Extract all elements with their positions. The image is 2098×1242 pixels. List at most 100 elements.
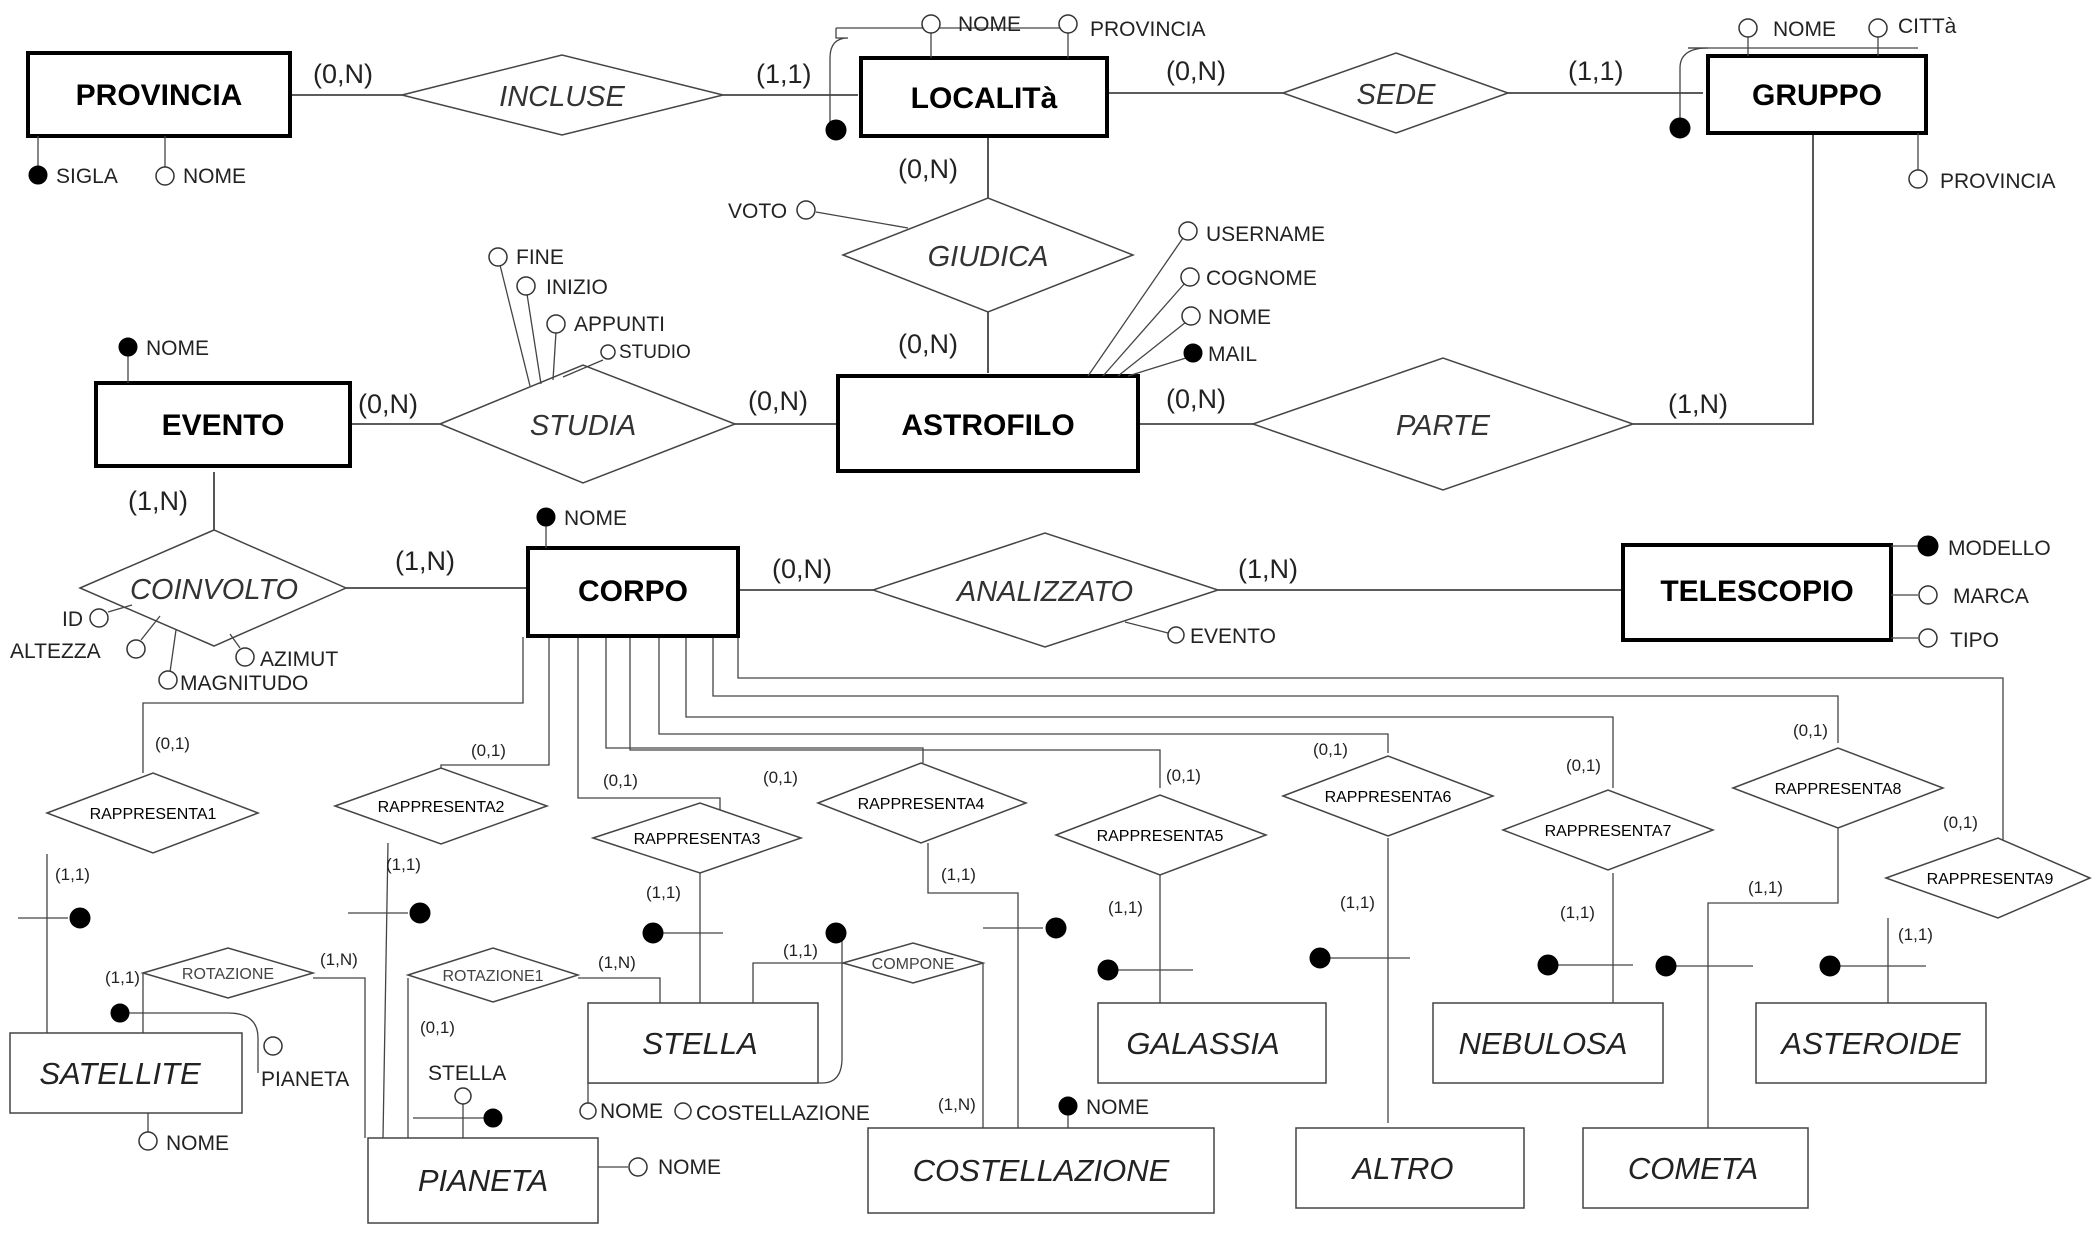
entity-asteroide[interactable]: ASTEROIDE [1755,1002,1987,1084]
attr-astrofilo-nome: NOME [1117,306,1271,377]
rel-rappresenta6[interactable]: RAPPRESENTA6 [1280,755,1496,837]
entity-pianeta[interactable]: PIANETA [367,1137,599,1224]
card-giudica-astrofilo: (0,N) [898,329,958,359]
attr-satellite-pianeta: PIANETA [261,1036,349,1091]
rel-rotazione[interactable]: ROTAZIONE [140,947,316,999]
entity-localita[interactable]: LOCALITà [859,56,1109,138]
entity-galassia[interactable]: GALASSIA [1097,1002,1327,1084]
attr-astrofilo-cognome-label: COGNOME [1206,267,1317,290]
attr-corpo-nome-label: NOME [564,507,627,530]
rel-incluse[interactable]: INCLUSE [401,54,724,136]
card-r8-sub: (1,1) [1748,878,1783,897]
card-r2-sub: (1,1) [386,855,421,874]
entity-localita-label: LOCALITà [911,82,1058,115]
identifier-dot-icon [1917,535,1939,557]
rel-parte[interactable]: PARTE [1250,357,1636,491]
card-compone-costellazione: (1,N) [938,1095,976,1114]
rel-incluse-label: INCLUSE [499,81,625,113]
entity-satellite-label: SATELLITE [39,1056,201,1091]
cardinality-labels: (0,N) (1,1) (0,N) (1,1) (0,N) (0,N) (0,N… [55,56,1978,1114]
attr-costellazione-nome: NOME [1058,1096,1149,1128]
entity-gruppo[interactable]: GRUPPO [1706,54,1928,135]
entity-nebulosa[interactable]: NEBULOSA [1432,1002,1664,1084]
rel-rappresenta5-label: RAPPRESENTA5 [1097,828,1224,845]
rel-rappresenta5[interactable]: RAPPRESENTA5 [1053,794,1269,876]
satellite-rotazione-dot-icon [110,1003,130,1023]
attr-provincia-sigla: SIGLA [28,136,118,188]
entity-corpo[interactable]: CORPO [526,546,740,638]
rel-rappresenta4[interactable]: RAPPRESENTA4 [815,762,1029,844]
entity-evento[interactable]: EVENTO [94,381,352,468]
attribute-circle-icon [1167,626,1185,644]
attribute-circle-icon [488,247,508,267]
card-incluse-localita: (1,1) [756,59,812,89]
rel-analizzato[interactable]: ANALIZZATO [870,532,1221,648]
attr-analizzato-evento: EVENTO [1124,621,1276,648]
attr-gruppo-provincia-label: PROVINCIA [1940,170,2056,193]
rel-giudica[interactable]: GIUDICA [840,197,1136,313]
card-r7-corpo: (0,1) [1566,756,1601,775]
rel-coinvolto[interactable]: COINVOLTO [78,529,348,647]
rel-rappresenta6-label: RAPPRESENTA6 [1325,789,1452,806]
entity-astrofilo[interactable]: ASTROFILO [836,374,1140,473]
rel-studia[interactable]: STUDIA [438,364,738,484]
rel-rappresenta8[interactable]: RAPPRESENTA8 [1730,747,1946,829]
entity-asteroide-label: ASTEROIDE [1779,1026,1960,1061]
rel-rappresenta1[interactable]: RAPPRESENTA1 [44,772,261,854]
attr-giudica-voto: VOTO [728,200,909,229]
card-r6-sub: (1,1) [1340,893,1375,912]
rel-rappresenta9-label: RAPPRESENTA9 [1927,871,2054,888]
rel-rappresenta9[interactable]: RAPPRESENTA9 [1883,837,2092,919]
entity-stella[interactable]: STELLA [587,1002,819,1084]
attr-coinvolto-magnitudo-label: MAGNITUDO [180,672,308,695]
attribute-circle-icon [1058,14,1078,34]
entity-satellite[interactable]: SATELLITE [9,1032,243,1114]
card-compone-stella: (1,1) [783,941,818,960]
pianeta-id-dot-icon [409,902,431,924]
attr-pianeta-stella-label: STELLA [428,1062,506,1085]
attribute-circle-icon [263,1036,283,1056]
rel-compone[interactable]: COMPONE [840,942,986,984]
card-r9-sub: (1,1) [1898,925,1933,944]
attribute-circle-icon [1178,221,1198,241]
card-parte-astrofilo: (0,N) [1166,384,1226,414]
entity-provincia-label: PROVINCIA [76,79,243,112]
entity-telescopio[interactable]: TELESCOPIO [1621,543,1893,642]
attribute-circle-icon [126,639,146,659]
rel-rappresenta3[interactable]: RAPPRESENTA3 [590,802,804,874]
attr-studia-appunti-label: APPUNTI [574,313,665,336]
attr-coinvolto-magnitudo: MAGNITUDO [158,629,308,695]
card-sede-gruppo: (1,1) [1568,56,1624,86]
stella-compone-dot-icon [825,922,847,944]
card-studia-astrofilo: (0,N) [748,386,808,416]
entity-provincia[interactable]: PROVINCIA [26,51,292,138]
entity-gruppo-label: GRUPPO [1752,79,1882,112]
identifier-dot-icon [483,1108,503,1128]
entity-costellazione[interactable]: COSTELLAZIONE [867,1127,1215,1214]
entity-evento-label: EVENTO [162,409,285,442]
attribute-circle-icon [600,344,616,360]
attribute-circle-icon [138,1131,158,1151]
rel-compone-label: COMPONE [872,956,955,973]
rel-rappresenta8-label: RAPPRESENTA8 [1775,781,1902,798]
attribute-circle-icon [1908,169,1928,189]
attr-localita-provincia: PROVINCIA [1058,14,1206,58]
entity-altro[interactable]: ALTRO [1295,1127,1525,1209]
attr-evento-nome-label: NOME [146,337,209,360]
card-rotazione-satellite: (1,1) [105,968,140,987]
card-r3-corpo: (0,1) [603,771,638,790]
attr-studia-fine-label: FINE [516,246,564,269]
rel-rappresenta2[interactable]: RAPPRESENTA2 [332,767,550,845]
attr-studia-inizio: INIZIO [516,276,608,385]
altro-id-dot-icon [1309,947,1331,969]
attr-coinvolto-azimut: AZIMUT [229,633,338,671]
attr-studia-fine: FINE [488,246,564,387]
rel-rappresenta7[interactable]: RAPPRESENTA7 [1500,789,1716,871]
identifier-dot-icon [1183,343,1203,363]
rel-sede[interactable]: SEDE [1280,52,1511,134]
connection-lines [46,92,2004,1139]
attr-evento-nome: NOME [118,337,209,383]
attr-corpo-nome: NOME [536,507,627,548]
rel-rotazione1[interactable]: ROTAZIONE1 [405,947,581,1003]
entity-cometa[interactable]: COMETA [1582,1127,1809,1209]
